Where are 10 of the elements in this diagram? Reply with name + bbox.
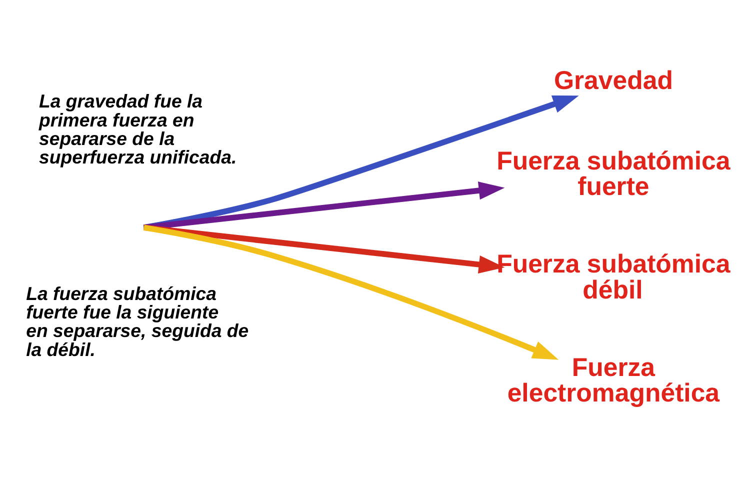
- arrow: [143, 224, 505, 274]
- node-text: Gravedad: [554, 66, 673, 95]
- arrow: [143, 182, 505, 230]
- node-text: Fuerza electromagnética: [507, 354, 720, 408]
- node-text: Fuerza subatómica fuerte: [496, 147, 730, 202]
- label: La gravedad fue la primera fuerza en separarse de la superfuerza unificada.: [38, 90, 237, 168]
- label: La fuerza subatómica fuerte fue la siguiente en separarse, seguida de la débil.: [26, 282, 249, 360]
- node-text: Fuerza subatómica débil: [496, 250, 730, 304]
- arrow: [143, 96, 579, 230]
- arrow: [143, 224, 559, 360]
